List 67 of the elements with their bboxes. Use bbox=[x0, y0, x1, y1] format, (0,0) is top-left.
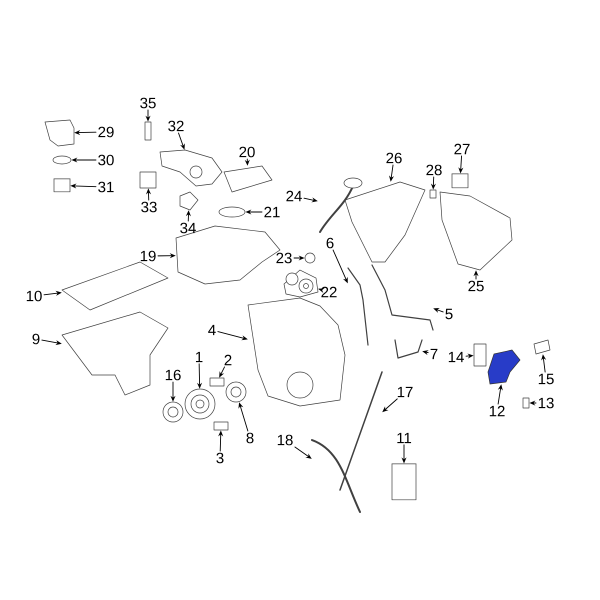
callout-number: 11 bbox=[397, 432, 412, 444]
part-drawing bbox=[224, 166, 272, 192]
part-drawing bbox=[534, 340, 550, 354]
part-block bbox=[144, 122, 152, 140]
part-drawing bbox=[319, 178, 362, 233]
part-drawing bbox=[394, 339, 423, 359]
callout-number: 26 bbox=[386, 152, 402, 164]
cap bbox=[54, 178, 70, 192]
callout-number: 35 bbox=[140, 98, 156, 108]
callout-number: 28 bbox=[426, 164, 442, 176]
part-drawing bbox=[162, 402, 184, 422]
cap bbox=[392, 463, 416, 500]
callout-number: 17 bbox=[398, 386, 413, 398]
part-drawing bbox=[488, 350, 520, 384]
callout-number: 16 bbox=[166, 370, 181, 380]
callout-number: 12 bbox=[490, 406, 505, 416]
part-drawing bbox=[311, 439, 361, 513]
callout-number: 18 bbox=[278, 434, 293, 446]
callout-number: 22 bbox=[321, 286, 337, 298]
callout-number: 8 bbox=[246, 432, 254, 444]
callout-number: 21 bbox=[264, 206, 280, 218]
cap bbox=[452, 173, 468, 188]
callout-number: 7 bbox=[430, 348, 438, 360]
callout-number: 6 bbox=[326, 238, 334, 248]
callout-number: 33 bbox=[141, 202, 157, 212]
callout-number: 34 bbox=[180, 222, 196, 234]
callout-number: 27 bbox=[454, 144, 470, 154]
part-block bbox=[140, 172, 156, 188]
callout-number: 19 bbox=[140, 250, 156, 262]
ring bbox=[52, 156, 72, 164]
part-drawing bbox=[284, 270, 318, 298]
callout-number: 15 bbox=[538, 374, 554, 384]
part-drawing bbox=[226, 382, 246, 402]
part-drawing bbox=[160, 150, 222, 186]
callout-number: 24 bbox=[286, 190, 302, 202]
part-drawing bbox=[371, 264, 434, 331]
part-drawing bbox=[339, 371, 383, 491]
ring bbox=[304, 252, 316, 264]
part-block bbox=[214, 422, 228, 430]
callout-number: 25 bbox=[468, 280, 484, 292]
part-block bbox=[210, 378, 224, 386]
callout-number: 5 bbox=[445, 308, 453, 320]
callout-number: 2 bbox=[224, 354, 232, 366]
ring bbox=[218, 206, 246, 218]
callout-number: 9 bbox=[32, 334, 40, 344]
callout-number: 4 bbox=[208, 324, 216, 336]
callout-number: 32 bbox=[168, 120, 184, 132]
part-block bbox=[474, 344, 486, 366]
part-block bbox=[430, 190, 436, 198]
callout-number: 1 bbox=[196, 352, 202, 362]
callout-number: 10 bbox=[26, 290, 42, 302]
part-drawing bbox=[248, 298, 346, 406]
callout-number: 29 bbox=[98, 126, 114, 138]
part-drawing bbox=[44, 120, 74, 146]
part-drawing bbox=[440, 192, 512, 270]
callout-number: 30 bbox=[98, 154, 114, 166]
part-drawing bbox=[62, 262, 168, 310]
callout-number: 31 bbox=[98, 182, 114, 192]
callout-number: 14 bbox=[448, 352, 464, 362]
part-drawing bbox=[180, 192, 198, 210]
callout-number: 23 bbox=[276, 252, 292, 264]
part-drawing bbox=[344, 182, 426, 262]
part-drawing bbox=[347, 267, 369, 346]
callout-number: 13 bbox=[538, 398, 554, 408]
callout-number: 20 bbox=[239, 146, 255, 158]
part-block bbox=[522, 398, 530, 408]
callout-number: 3 bbox=[216, 452, 224, 464]
